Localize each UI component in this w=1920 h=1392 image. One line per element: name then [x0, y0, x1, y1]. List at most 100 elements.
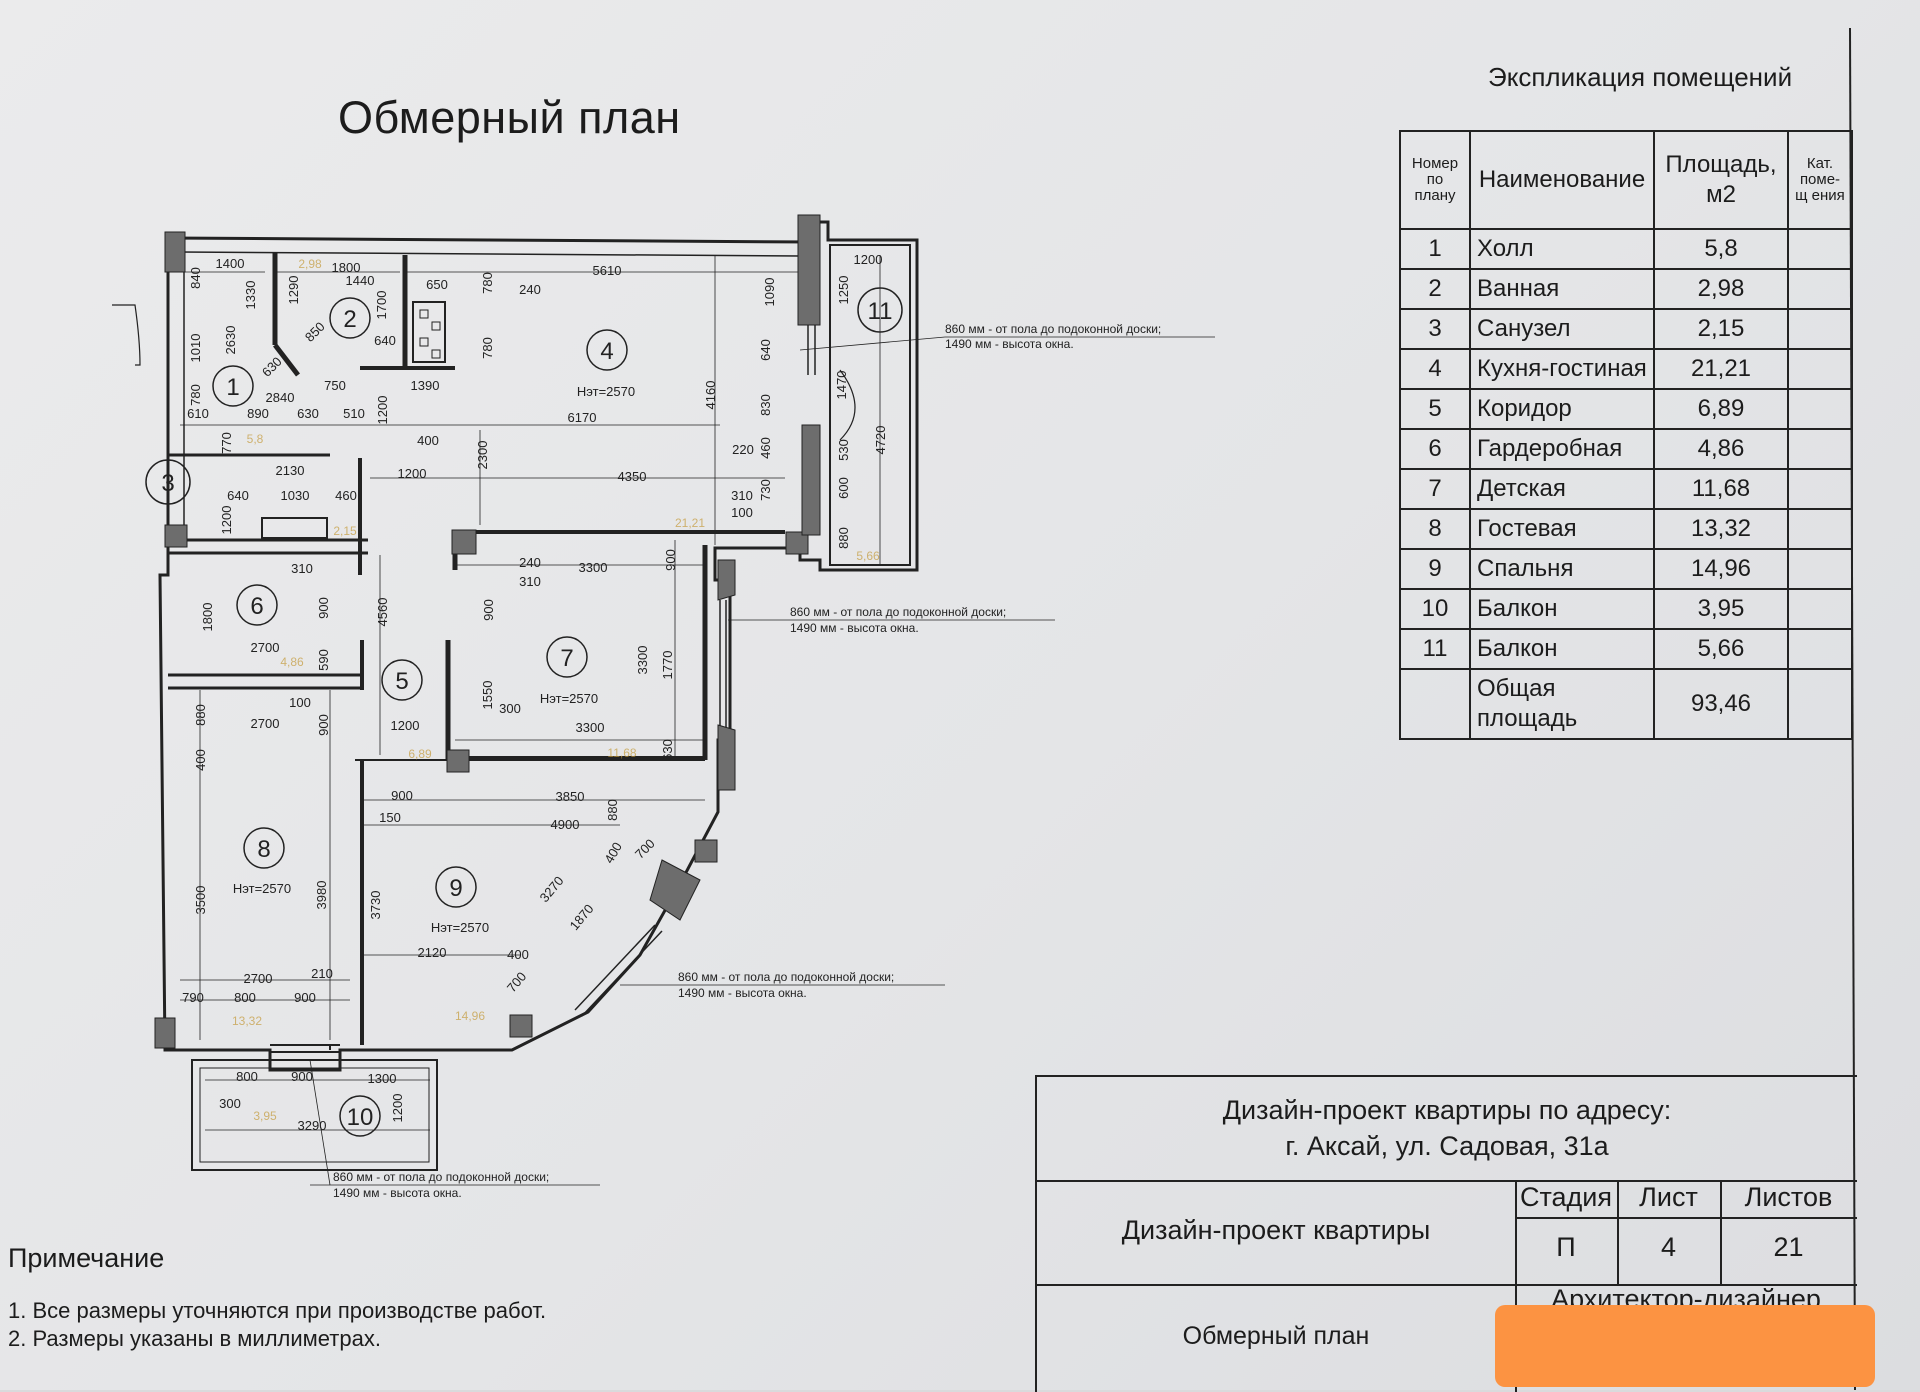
- divider: [1617, 1182, 1619, 1284]
- dimension-label: 1290: [286, 276, 301, 305]
- pencil-area: 3,95: [253, 1109, 277, 1123]
- dimension-label: 900: [663, 549, 678, 571]
- dimension-label: 640: [374, 333, 396, 348]
- room-label: 8: [257, 836, 270, 863]
- room-label: 1: [226, 374, 239, 401]
- window-note: 860 мм - от пола до подоконной доски;: [333, 1170, 549, 1184]
- total-area: 93,46: [1653, 668, 1789, 740]
- dimension-label: 240: [519, 282, 541, 297]
- dimension-label: 1800: [332, 260, 361, 275]
- dimension-label: 2840: [266, 390, 295, 405]
- window-note: 860 мм - от пола до подоконной доски;: [945, 322, 1161, 336]
- project-line-2: г. Аксай, ул. Садовая, 31а: [1285, 1131, 1609, 1161]
- header-name: Наименование: [1469, 130, 1655, 230]
- dimension-label: 4160: [703, 381, 718, 410]
- dimension-label: 1200: [854, 252, 883, 267]
- dimension-label: 3850: [556, 789, 585, 804]
- dimension-label: 1200: [398, 466, 427, 481]
- dimension-label: 2630: [223, 326, 238, 355]
- table-row-total: Общая площадь 93,46: [1399, 668, 1853, 740]
- dimension-label: 310: [291, 561, 313, 576]
- dimension-label: 100: [289, 695, 311, 710]
- dimension-label: 800: [236, 1069, 258, 1084]
- dimension-label: 3270: [537, 873, 567, 905]
- dimension-label: 460: [335, 488, 357, 503]
- dimension-label: 3290: [298, 1118, 327, 1133]
- dimension-label: 900: [294, 990, 316, 1005]
- dimension-label: 210: [311, 966, 333, 981]
- dimension-label: 400: [601, 840, 625, 866]
- window-note: 1490 мм - высота окна.: [333, 1186, 462, 1200]
- dimension-label: 700: [632, 836, 658, 862]
- dimension-label: 1870: [567, 901, 597, 933]
- room-label: 9: [449, 875, 462, 902]
- dimension-label: 650: [426, 277, 448, 292]
- note-item: 2. Размеры указаны в миллиметрах.: [8, 1326, 381, 1351]
- pencil-area: 11,68: [607, 746, 636, 760]
- dimension-label: 1090: [762, 278, 777, 307]
- drawing-name: Обмерный план: [1182, 1322, 1370, 1350]
- dimension-label: 630: [660, 739, 675, 761]
- dimension-label: 790: [182, 990, 204, 1005]
- dimension-label: 300: [219, 1096, 241, 1111]
- dimension-label: 2120: [418, 945, 447, 960]
- dimension-label: 4900: [551, 817, 580, 832]
- dimension-label: 150: [379, 810, 401, 825]
- dimension-label: 1010: [188, 334, 203, 363]
- dimension-label: 1330: [243, 281, 258, 310]
- dimension-label: 100: [731, 505, 753, 520]
- dimension-label: 1200: [391, 718, 420, 733]
- sheets-header: Листов: [1744, 1182, 1833, 1212]
- pencil-area: 13,32: [232, 1014, 262, 1028]
- stage-header: Стадия: [1519, 1182, 1613, 1212]
- sheet-value: 4: [1660, 1232, 1677, 1262]
- dimension-label: 830: [758, 394, 773, 416]
- dimension-label: 770: [219, 432, 234, 454]
- ceiling-height: Нэт=2570: [233, 881, 291, 896]
- window-note: 860 мм - от пола до подоконной доски;: [678, 970, 894, 984]
- dimension-label: 880: [605, 799, 620, 821]
- divider: [1720, 1182, 1722, 1284]
- dimension-label: 400: [417, 433, 439, 448]
- pencil-area: 5,8: [247, 432, 264, 446]
- dimension-label: 630: [297, 406, 319, 421]
- drawing-title: Обмерный план: [338, 92, 681, 143]
- dimension-label: 2700: [244, 971, 273, 986]
- dimension-label: 1400: [216, 256, 245, 271]
- sheet-header: Лист: [1639, 1182, 1698, 1212]
- redaction-mark: [1495, 1305, 1875, 1387]
- dimension-label: 2130: [276, 463, 305, 478]
- room-label: 11: [868, 298, 893, 325]
- dimension-label: 600: [836, 477, 851, 499]
- dimension-label: 310: [731, 488, 753, 503]
- room-label: 10: [347, 1104, 374, 1131]
- dimension-label: 1700: [374, 291, 389, 320]
- dimension-label: 4560: [375, 598, 390, 627]
- dimension-label: 4720: [873, 426, 888, 455]
- dimension-label: 1440: [346, 273, 375, 288]
- dimension-label: 1200: [219, 506, 234, 535]
- dimension-label: 750: [324, 378, 346, 393]
- notes-title: Примечание: [8, 1243, 165, 1273]
- total-label: Общая площадь: [1469, 668, 1655, 740]
- dimension-label: 3730: [368, 891, 383, 920]
- sheets-value: 21: [1773, 1232, 1804, 1262]
- dimension-label: 4350: [618, 469, 647, 484]
- dimension-label: 640: [227, 488, 249, 503]
- dimension-label: 840: [188, 267, 203, 289]
- ceiling-height: Нэт=2570: [540, 691, 598, 706]
- dimension-label: 6170: [568, 410, 597, 425]
- dimension-label: 610: [187, 406, 209, 421]
- dimension-label: 900: [391, 788, 413, 803]
- dimension-label: 1800: [200, 603, 215, 632]
- dimension-label: 3300: [576, 720, 605, 735]
- dimension-label: 890: [247, 406, 269, 421]
